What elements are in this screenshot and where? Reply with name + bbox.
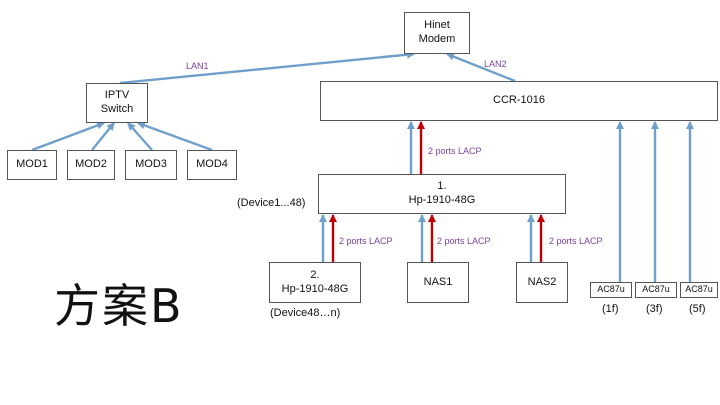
ac87u-5f-label: AC87u: [685, 284, 713, 295]
mod2-node: MOD2: [67, 150, 115, 180]
lan2-label: LAN2: [484, 59, 507, 69]
nas2-label: NAS2: [527, 275, 557, 288]
arrow-mod2-to-iptv: [91, 122, 115, 151]
arrow-iptv-to-modem: [119, 50, 415, 85]
mod2-label: MOD2: [75, 158, 107, 171]
lacp-label-ccr: 2 ports LACP: [428, 146, 482, 156]
arrow-mod4-to-iptv: [137, 121, 213, 152]
hp2-switch-node: 2. Hp-1910-48G: [269, 262, 361, 303]
mod3-node: MOD3: [125, 150, 177, 180]
lacp-label-nas2: 2 ports LACP: [549, 236, 603, 246]
ac87u-5f-node: AC87u: [680, 282, 718, 298]
mod4-label: MOD4: [196, 158, 228, 171]
hp1-switch-node: 1. Hp-1910-48G: [318, 174, 566, 214]
hinet-modem-node: Hinet Modem: [404, 12, 470, 54]
ac87u-1f-node: AC87u: [590, 282, 632, 298]
iptv-switch-node: IPTV Switch: [86, 83, 148, 123]
floor-label-5f: (5f): [689, 303, 706, 315]
ccr-label: CCR-1016: [493, 94, 545, 107]
hp2-label-line2: Hp-1910-48G: [281, 282, 349, 295]
lacp-label-nas1: 2 ports LACP: [437, 236, 491, 246]
nas1-node: NAS1: [407, 262, 469, 303]
nas1-label: NAS1: [423, 275, 453, 288]
floor-label-3f: (3f): [646, 303, 663, 315]
arrow-mod3-to-iptv: [127, 122, 153, 151]
lacp-label-hp2: 2 ports LACP: [339, 236, 393, 246]
nas2-node: NAS2: [516, 262, 568, 303]
iptv-label-line2: Switch: [100, 103, 134, 115]
iptv-label-line1: IPTV: [104, 89, 130, 102]
modem-label-line1: Hinet: [424, 19, 450, 32]
ccr-1016-node: CCR-1016: [320, 81, 718, 121]
ac87u-3f-label: AC87u: [642, 284, 670, 295]
lan1-label: LAN1: [186, 61, 209, 71]
hp1-label-line1: 1.: [437, 180, 447, 193]
ac87u-1f-label: AC87u: [597, 284, 625, 295]
mod1-node: MOD1: [7, 150, 57, 180]
mod1-label: MOD1: [16, 158, 48, 171]
device-range-hp2: (Device48…n): [270, 307, 341, 319]
floor-label-1f: (1f): [602, 303, 619, 315]
hp1-label-line2: Hp-1910-48G: [408, 194, 476, 206]
ac87u-3f-node: AC87u: [635, 282, 677, 298]
hp2-label-line1: 2.: [310, 268, 320, 281]
plan-title: 方案B: [54, 279, 184, 333]
device-range-hp1: (Device1...48): [237, 197, 306, 209]
mod3-label: MOD3: [135, 158, 167, 171]
modem-label-line2: Modem: [418, 33, 456, 45]
mod4-node: MOD4: [187, 150, 237, 180]
arrow-ccr-to-modem: [446, 52, 516, 83]
arrow-mod1-to-iptv: [31, 121, 105, 152]
